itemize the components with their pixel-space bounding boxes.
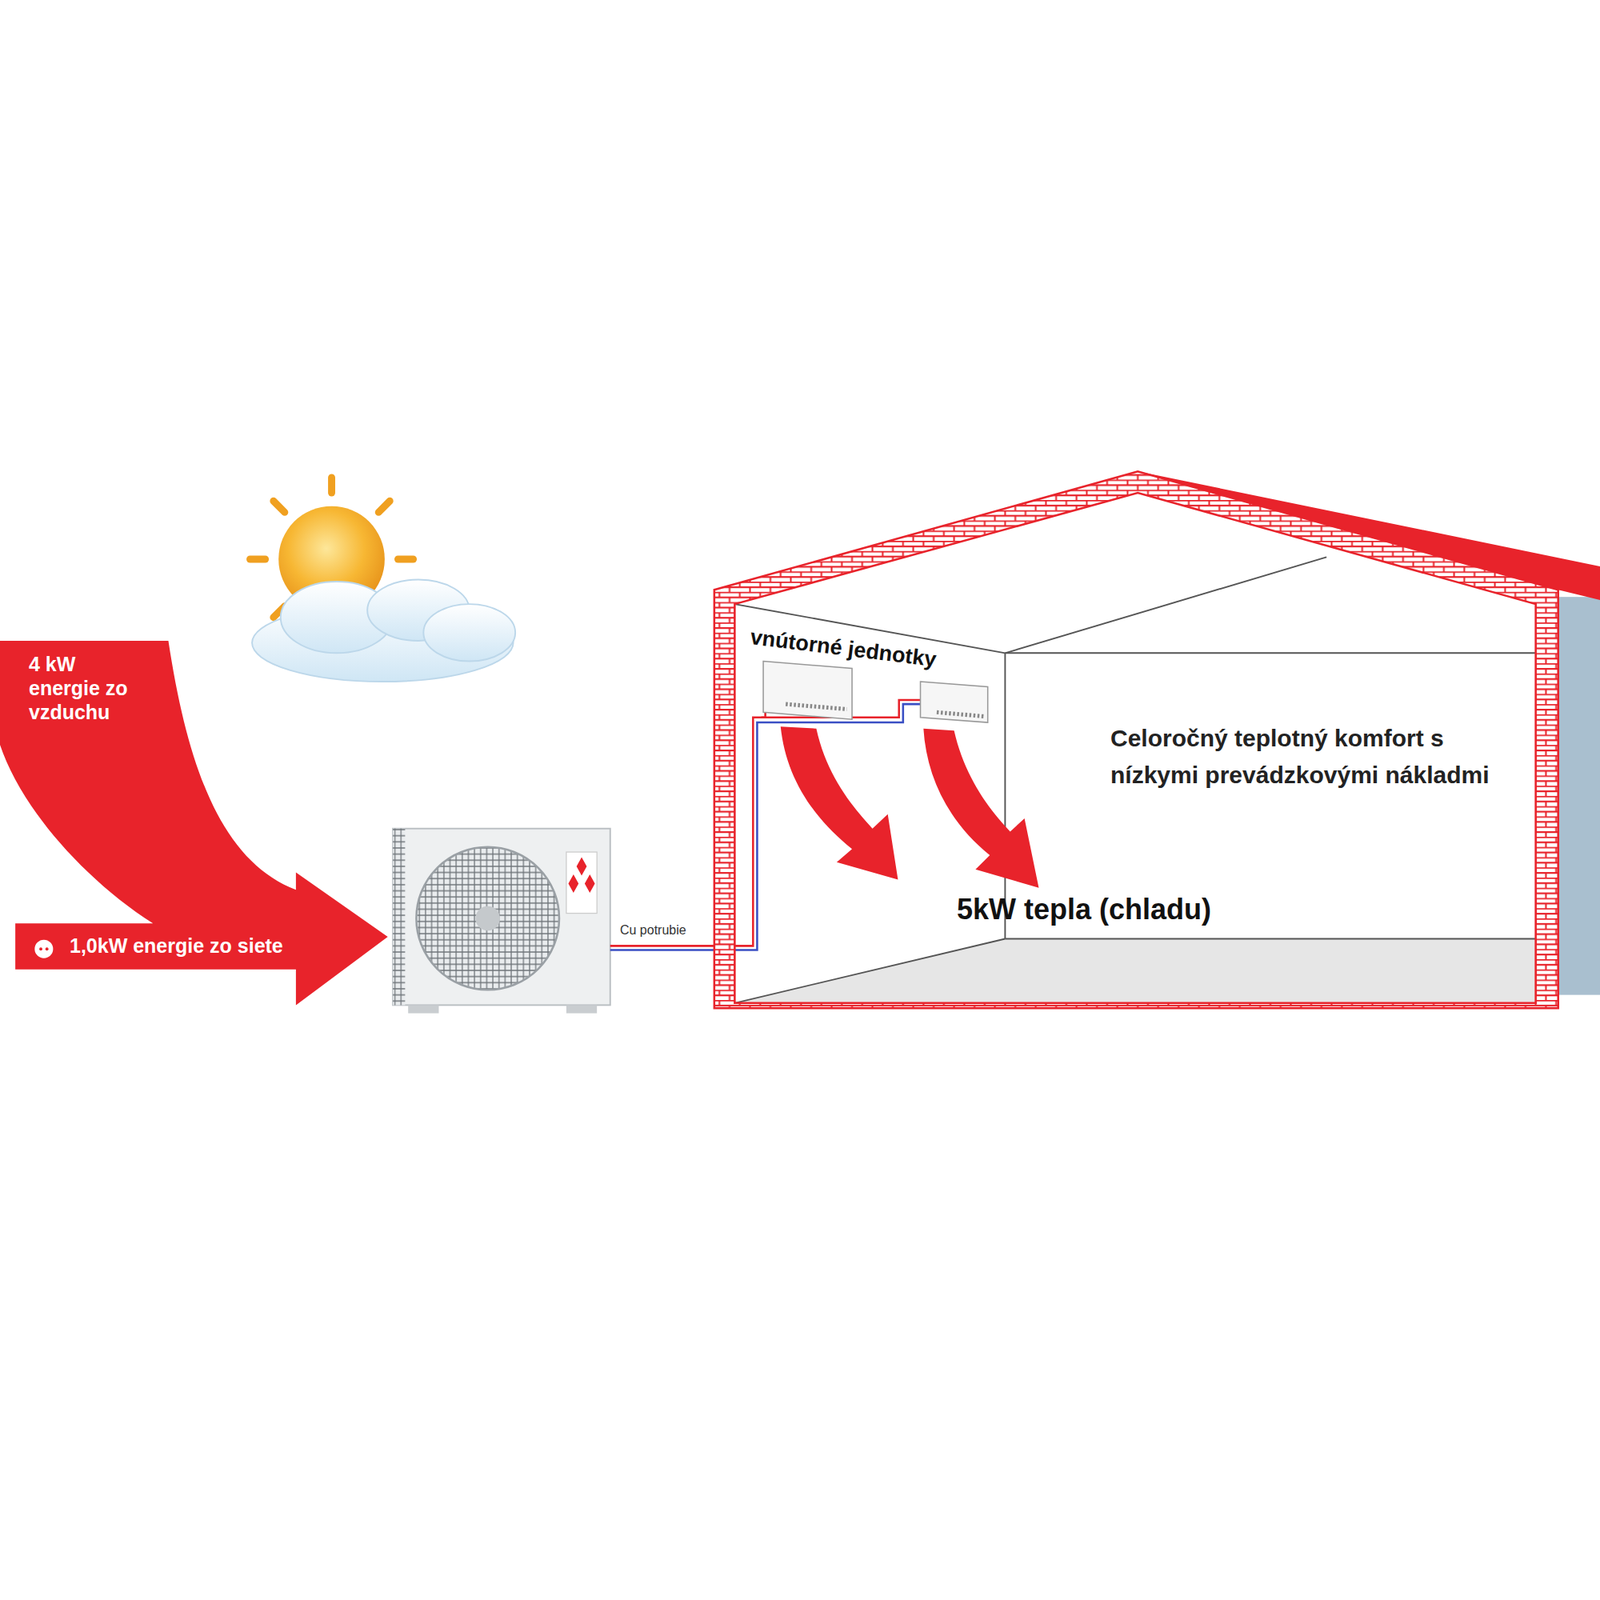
comfort-note: Celoročný teplotný komfort s nízkymi pre… [1110,720,1511,794]
air-arrow [780,726,899,880]
plug-icon [34,940,53,959]
energy-label: 1,0kW energie zo siete [69,933,310,958]
outdoor-unit [392,828,611,1014]
output-label: 5kW tepla (chladu) [956,892,1293,927]
house: vnútorné jednotkyCeloročný teplotný komf… [714,474,1556,1006]
floor [734,938,1536,1003]
straight-energy-arrow: 1,0kW energie zo siete [15,923,313,970]
house-side [1558,596,1600,995]
air-arrow [923,728,1039,888]
cloud [252,579,516,682]
energy-arrow [0,640,388,1005]
energy-label: 4 kW energie zo vzduchu [28,652,143,724]
brick-wall [714,471,1559,1008]
curved-energy-arrow: 4 kW energie zo vzduchu [0,640,232,905]
indoor-units-label: vnútorné jednotky [748,624,938,672]
pipe-label: Cu potrubie [618,923,688,938]
indoor-unit [920,681,988,723]
room-lines [734,556,1536,1003]
copper-pipe [610,700,922,951]
indoor-unit [763,661,852,720]
